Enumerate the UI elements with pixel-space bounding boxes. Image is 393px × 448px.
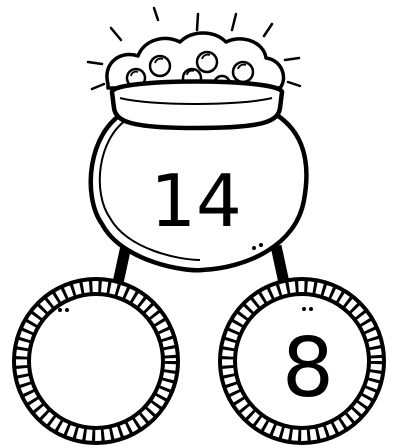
left-coin-icon [14,279,178,443]
right-coin-number[interactable]: 8 [282,321,334,416]
pot-total-number: 14 [150,159,242,243]
